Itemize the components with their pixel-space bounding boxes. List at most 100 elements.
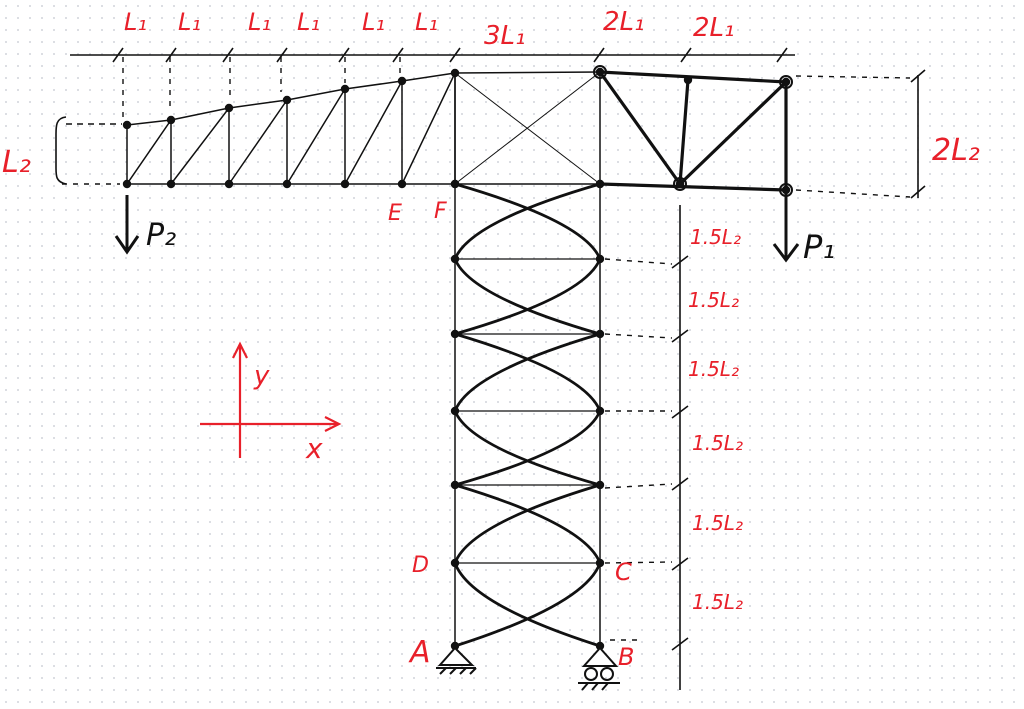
- tower-cross-brace: [453, 182, 602, 261]
- dim-tower-4: 1.5L₂: [692, 431, 743, 455]
- joint: [340, 84, 350, 94]
- guide-line: [604, 258, 673, 265]
- node-label-d: D: [412, 553, 429, 578]
- right-top-chord: [598, 70, 788, 84]
- dim-tower-6: 1.5L₂: [692, 590, 743, 614]
- dim-top-3: L₁: [248, 8, 271, 36]
- tower-cross-brace: [453, 257, 602, 336]
- load-p1-arrow: [772, 190, 800, 263]
- top-chord: [454, 71, 601, 74]
- tower-cross-brace: [453, 409, 602, 487]
- joint: [450, 329, 460, 339]
- left-diagonal: [344, 80, 403, 185]
- dim-tower-2: 1.5L₂: [688, 288, 739, 312]
- left-diagonal: [401, 72, 456, 185]
- left-top-chord: [286, 88, 346, 101]
- node-label-c: C: [615, 558, 632, 586]
- tower-cross-brace: [453, 332, 602, 413]
- joint: [450, 68, 460, 78]
- load-label-p2: P₂: [146, 218, 176, 253]
- thick-members: [453, 70, 788, 648]
- dim-top-9: 2L₁: [693, 13, 734, 43]
- guide-line: [604, 333, 673, 339]
- left-top-chord: [401, 72, 456, 82]
- joint: [450, 254, 460, 264]
- joint: [450, 179, 460, 189]
- joint: [675, 179, 685, 189]
- joint: [166, 179, 176, 189]
- top-dimension-labels: L₁ L₁ L₁ L₁ L₁ L₁ 3L₁ 2L₁ 2L₁: [124, 7, 734, 51]
- node-label-f: F: [434, 199, 447, 224]
- tower-cross-brace: [453, 257, 602, 336]
- joint: [781, 77, 791, 87]
- right-diagonal: [678, 80, 788, 186]
- joint: [595, 480, 605, 490]
- axes-icon: [200, 341, 342, 458]
- left-top-chord: [170, 107, 230, 121]
- left-diagonal: [126, 119, 172, 185]
- joint-ring: [779, 75, 793, 89]
- joint-ring: [593, 65, 607, 79]
- joint: [397, 179, 407, 189]
- joint: [595, 558, 605, 568]
- node-label-b: B: [618, 643, 634, 671]
- joint: [450, 558, 460, 568]
- axis-label-y: y: [253, 361, 270, 391]
- axis-label-x: x: [305, 432, 323, 465]
- support-a: [436, 646, 477, 675]
- dimension-l2-bracket: [55, 116, 122, 185]
- left-diagonal: [286, 88, 346, 185]
- joint-ring: [673, 177, 687, 191]
- dim-tower-1: 1.5L₂: [690, 225, 741, 249]
- joint: [224, 179, 234, 189]
- load-p2-arrow: [114, 195, 140, 255]
- tower-cross-brace: [453, 182, 602, 261]
- support-b: [578, 646, 620, 691]
- joint: [595, 179, 605, 189]
- joint: [282, 95, 292, 105]
- joint: [595, 641, 605, 651]
- tower-cross-brace: [453, 561, 602, 648]
- guide-line: [604, 483, 673, 489]
- joint: [282, 179, 292, 189]
- node-label-a: A: [408, 635, 431, 670]
- dim-top-1: L₁: [124, 8, 147, 36]
- truss-joints: [122, 65, 793, 651]
- tower-cross-brace: [453, 483, 602, 565]
- joint: [595, 406, 605, 416]
- tower-cross-brace: [453, 409, 602, 487]
- guide-line: [795, 75, 911, 79]
- right-bottom-chord: [598, 182, 788, 192]
- joint: [595, 254, 605, 264]
- tower-cross-brace: [453, 561, 602, 648]
- joint: [397, 76, 407, 86]
- joint: [450, 406, 460, 416]
- dim-tower-5: 1.5L₂: [692, 511, 743, 535]
- left-diagonal: [228, 99, 288, 185]
- dim-left-height: L₂: [2, 145, 31, 180]
- dim-top-6: L₁: [415, 8, 438, 36]
- guide-line: [604, 561, 673, 564]
- joint: [122, 179, 132, 189]
- joint: [450, 480, 460, 490]
- reference-line: [70, 47, 795, 63]
- panel-diagonal: [454, 71, 601, 185]
- dimension-2l2-bracket: [910, 69, 926, 199]
- right-diagonal: [598, 70, 682, 186]
- dim-right-height: 2L₂: [932, 133, 980, 168]
- dim-top-7: 3L₁: [484, 21, 525, 51]
- left-top-chord: [228, 99, 288, 109]
- tower-dimension-labels: 1.5L₂ 1.5L₂ 1.5L₂ 1.5L₂ 1.5L₂ 1.5L₂: [688, 225, 743, 614]
- joint: [166, 115, 176, 125]
- joint: [450, 641, 460, 651]
- joint: [340, 179, 350, 189]
- left-top-chord: [126, 119, 172, 126]
- joint: [683, 75, 693, 85]
- joint: [595, 67, 605, 77]
- dimension-tower-bracket: [671, 205, 689, 690]
- guide-line: [795, 189, 911, 198]
- dim-top-8: 2L₁: [603, 7, 644, 37]
- dim-top-5: L₁: [362, 8, 385, 36]
- left-top-chord: [344, 80, 403, 90]
